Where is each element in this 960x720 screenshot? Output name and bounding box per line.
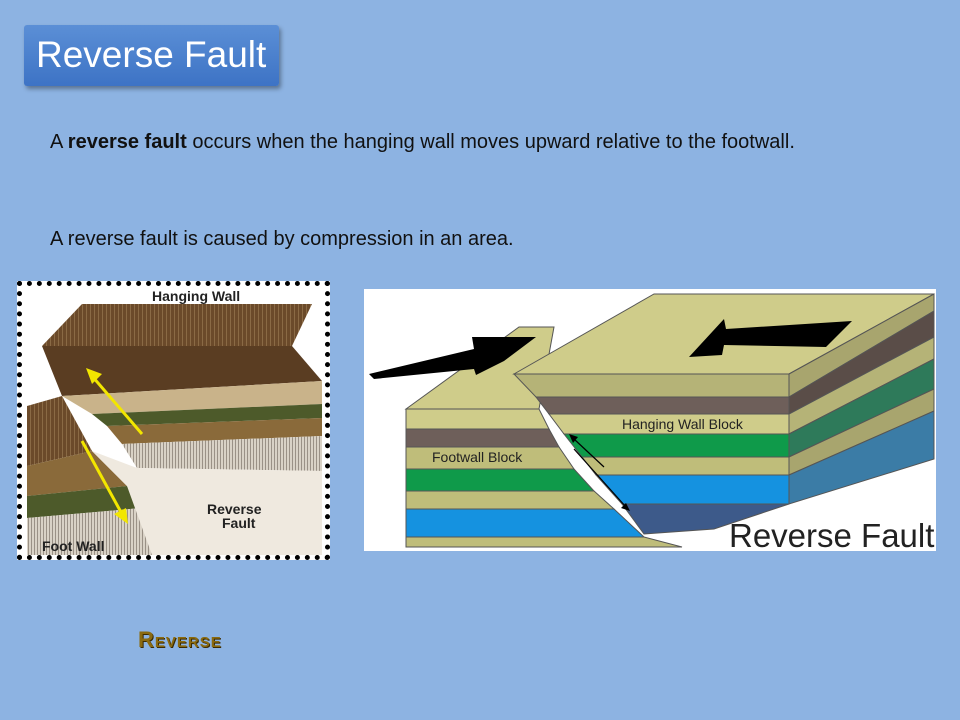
caption-reverse-fault: Reverse Fault (729, 517, 934, 551)
footwall-layer-5 (405, 490, 616, 510)
paragraph-definition: A reverse fault occurs when the hanging … (50, 127, 910, 157)
hanging-layer-1 (512, 373, 790, 398)
footwall-layer-4 (405, 468, 596, 492)
paragraph-bold-term: reverse fault (67, 131, 187, 153)
right-fault-svg: Hanging Wall Block Footwall Block Revers… (369, 293, 935, 551)
compression-arrow-left (369, 337, 536, 379)
label-fault: Fault (222, 515, 256, 531)
hanging-side-6 (788, 410, 935, 505)
right-fault-diagram: Hanging Wall Block Footwall Block Revers… (364, 289, 936, 551)
hanging-wall-top (42, 304, 312, 346)
footwall-layer-1 (405, 408, 550, 430)
label-hanging-wall: Hanging Wall (152, 288, 240, 304)
arrow-up-line (90, 375, 144, 435)
hanging-wall-surface (42, 346, 322, 396)
foot-layer-brown (27, 451, 127, 496)
label-reverse: Reverse (207, 501, 262, 517)
hanging-layer-gray (122, 436, 322, 471)
hanging-layer-green (92, 404, 322, 426)
label-foot-wall: Foot Wall (42, 538, 104, 554)
foot-layer-green (27, 486, 142, 518)
left-fault-diagram: Hanging Wall Reverse Fault Foot Wall (17, 281, 330, 560)
foot-layer-gray (27, 508, 152, 555)
hanging-layer-4 (562, 433, 790, 458)
reverse-link[interactable]: Reverse (138, 627, 222, 652)
slide-title: Reverse Fault (36, 34, 267, 75)
left-fault-svg: Hanging Wall Reverse Fault Foot Wall (27, 288, 322, 555)
paragraph-cause: A reverse fault is caused by compression… (50, 228, 514, 250)
footwall-layer-2 (405, 428, 560, 448)
hanging-layer-7 (621, 503, 790, 535)
foot-wall-top (27, 396, 92, 466)
fault-arrow-up (573, 438, 605, 468)
arrow-down-line (80, 440, 124, 515)
paragraph-suffix: occurs when the hanging wall moves upwar… (186, 131, 795, 153)
footwall-layer-6 (405, 508, 646, 538)
footwall-layer-7 (405, 536, 683, 548)
label-footwall-block: Footwall Block (432, 449, 523, 465)
hanging-layer-brown (107, 418, 322, 444)
hanging-layer-tan (62, 381, 322, 414)
hanging-layer-6 (594, 474, 790, 505)
fault-plane (92, 451, 322, 555)
hanging-layer-5 (580, 456, 790, 476)
paragraph-prefix: A (50, 131, 68, 153)
arrow-down-head (114, 508, 128, 524)
title-box: Reverse Fault (24, 25, 279, 86)
hanging-layer-2 (534, 396, 790, 415)
compression-arrow-right (689, 319, 852, 357)
fault-arrow-down-head (621, 503, 630, 511)
label-hanging-wall-block: Hanging Wall Block (622, 416, 744, 432)
fault-arrow-down (573, 448, 627, 508)
arrow-up-head (86, 368, 102, 384)
fault-arrow-up-head (569, 434, 578, 443)
